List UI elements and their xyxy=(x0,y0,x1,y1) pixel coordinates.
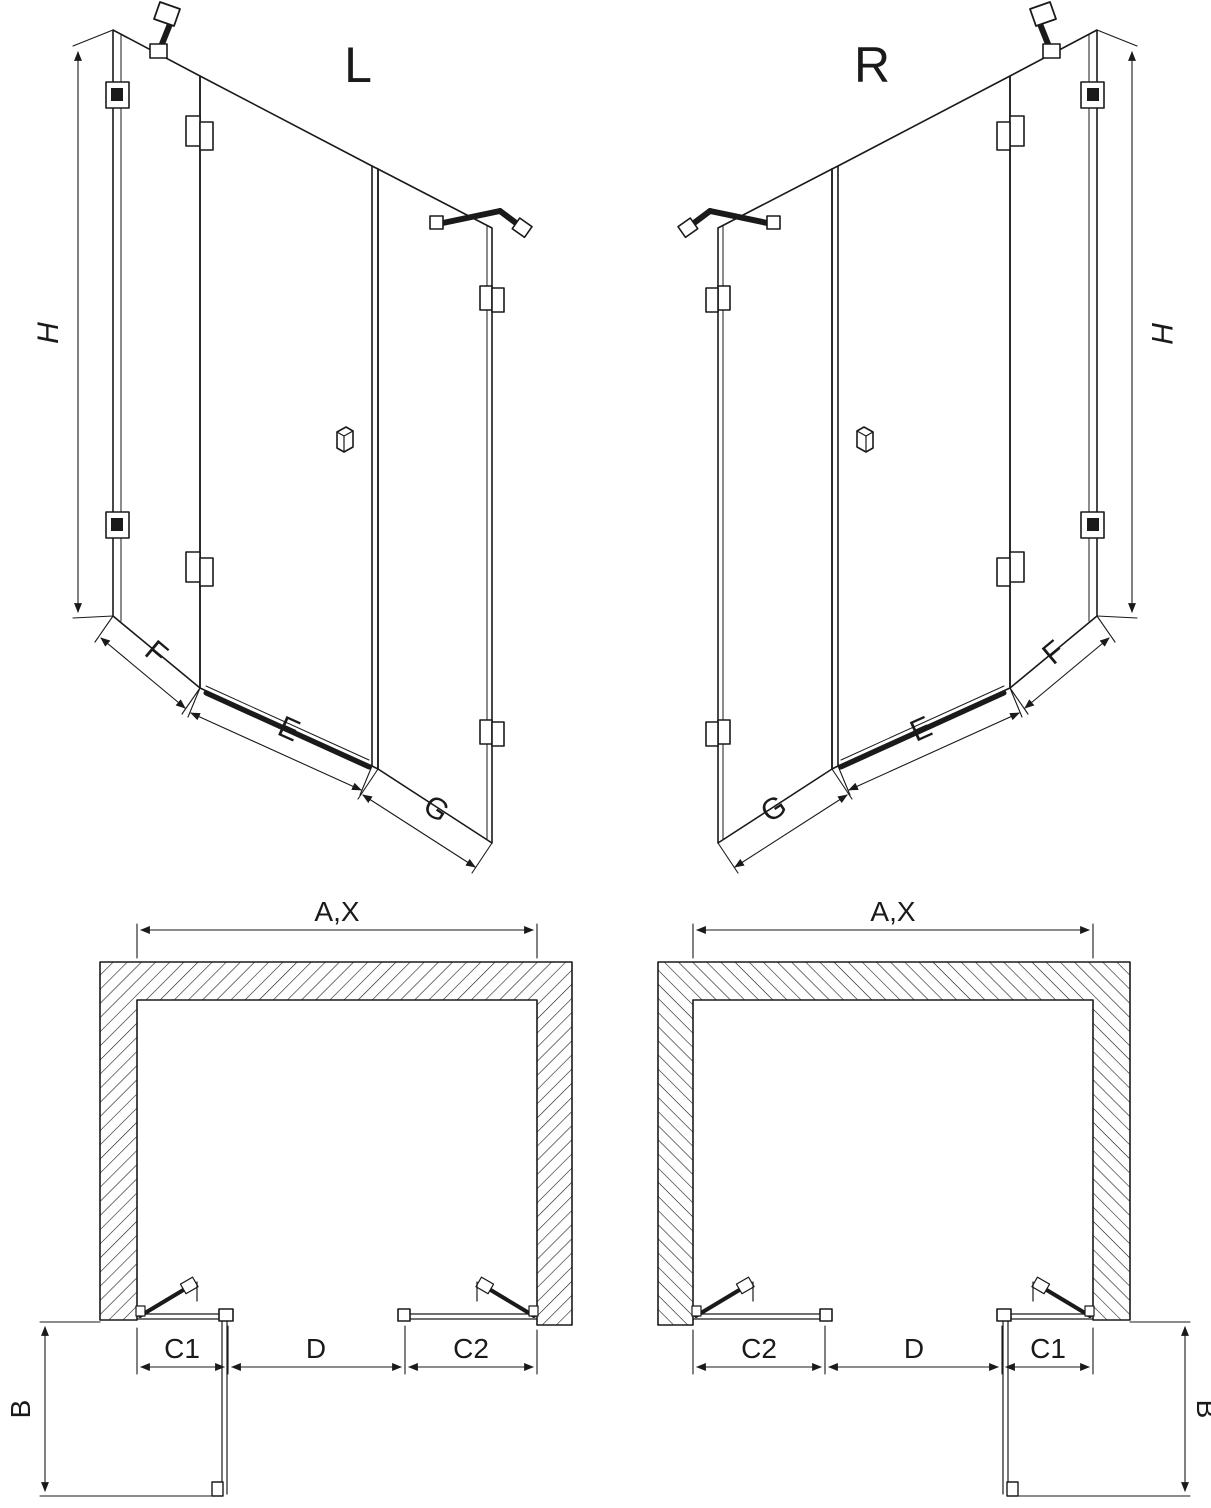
dim-label-c1-right: C1 xyxy=(1030,1333,1066,1364)
plan-right-geometry xyxy=(658,924,1190,1496)
perspective-right-geometry xyxy=(678,2,1137,873)
dim-label-c2-right: C2 xyxy=(741,1333,777,1364)
dim-label-b-left: B xyxy=(5,1400,36,1419)
dim-label-b-right: B xyxy=(1191,1400,1211,1419)
dim-label-e-right: E xyxy=(905,710,937,748)
dim-label-d-right: D xyxy=(904,1333,924,1364)
view-title-right: R xyxy=(854,37,890,93)
dim-label-e-left: E xyxy=(273,710,305,748)
dim-label-c2-left: C2 xyxy=(453,1333,489,1364)
dim-label-f-left: F xyxy=(138,634,173,671)
dim-label-h-right: H xyxy=(1145,322,1178,344)
perspective-left-geometry xyxy=(73,2,532,873)
dim-label-f-right: F xyxy=(1036,634,1071,671)
dim-label-ax-left: A,X xyxy=(314,896,359,927)
view-title-left: L xyxy=(344,37,372,93)
dim-label-h-left: H xyxy=(32,322,65,344)
dim-label-g-right: G xyxy=(755,789,793,829)
plan-left-geometry xyxy=(40,924,572,1496)
dim-label-c1-left: C1 xyxy=(164,1333,200,1364)
dim-label-g-left: G xyxy=(417,789,455,829)
dim-label-d-left: D xyxy=(306,1333,326,1364)
dim-label-ax-right: A,X xyxy=(870,896,915,927)
